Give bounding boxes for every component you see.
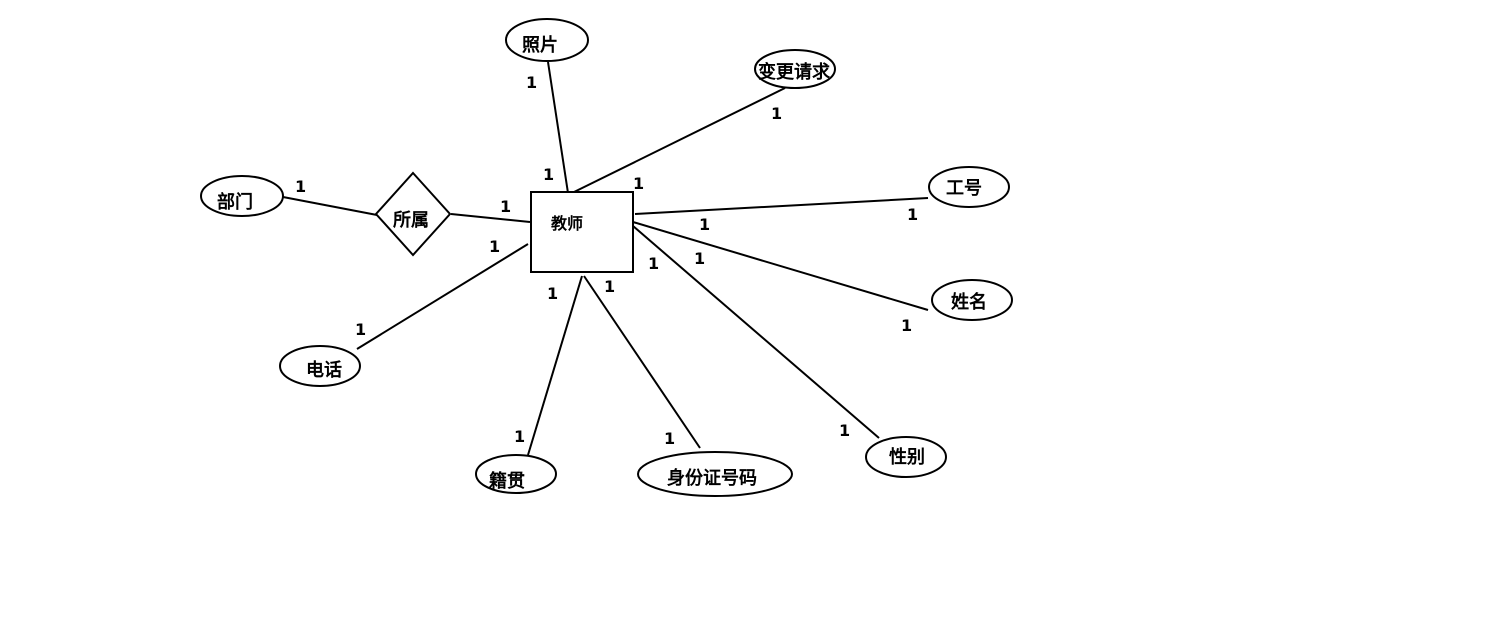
photo-label: 照片: [522, 34, 558, 56]
cardinality-label: 1: [901, 316, 912, 335]
cardinality-label: 1: [526, 73, 537, 92]
line-id-number: [583, 275, 701, 449]
job-number-label: 工号: [946, 178, 982, 199]
cardinality-label: 1: [500, 197, 511, 216]
line-gender: [632, 225, 880, 439]
line-phone: [356, 243, 529, 350]
cardinality-labels: 1 1 1 1 1 1 1 1 1 1 1 1 1 1 1 1 1 1: [295, 73, 918, 448]
cardinality-label: 1: [907, 205, 918, 224]
cardinality-label: 1: [355, 320, 366, 339]
job-number-ellipse: [928, 166, 1010, 208]
cardinality-label: 1: [514, 427, 525, 446]
attribute-job-number: 工号: [928, 166, 1010, 208]
relationship-belongs: 所属: [374, 171, 452, 257]
cardinality-label: 1: [694, 249, 705, 268]
cardinality-label: 1: [604, 277, 615, 296]
photo-ellipse: [505, 18, 589, 62]
gender-label: 性别: [889, 446, 925, 468]
attribute-name: 姓名: [931, 279, 1013, 321]
line-photo: [547, 61, 569, 194]
department-label: 部门: [217, 191, 253, 213]
cardinality-label: 1: [771, 104, 782, 123]
entity-label: 教师: [551, 214, 583, 233]
change-request-ellipse: [754, 49, 836, 89]
attribute-phone: 电话: [279, 345, 361, 387]
cardinality-label: 1: [543, 165, 554, 184]
cardinality-label: 1: [648, 254, 659, 273]
entity-teacher: 教师: [530, 191, 634, 273]
line-native-place: [527, 275, 583, 456]
line-name: [632, 221, 929, 311]
attribute-native-place: 籍贯: [475, 454, 557, 494]
phone-label: 电话: [306, 359, 342, 381]
name-label: 姓名: [951, 291, 987, 313]
change-request-label: 变更请求: [758, 61, 831, 83]
relationship-label: 所属: [393, 210, 429, 231]
phone-ellipse: [279, 345, 361, 387]
cardinality-label: 1: [664, 429, 675, 448]
attribute-id-number: 身份证号码: [637, 451, 793, 497]
attribute-change-request: 变更请求: [754, 49, 836, 89]
relationship-diamond: [374, 171, 452, 257]
cardinality-label: 1: [489, 237, 500, 256]
gender-ellipse: [865, 436, 947, 478]
cardinality-label: 1: [839, 421, 850, 440]
native-place-ellipse: [475, 454, 557, 494]
native-place-label: 籍贯: [488, 470, 525, 492]
line-job-number: [634, 197, 929, 215]
connectors: [282, 61, 929, 456]
line-department-relationship: [282, 196, 378, 216]
name-ellipse: [931, 279, 1013, 321]
department-ellipse: [200, 175, 284, 217]
cardinality-label: 1: [295, 177, 306, 196]
attribute-department: 部门: [200, 175, 284, 217]
attribute-gender: 性别: [865, 436, 947, 478]
line-relationship-entity: [450, 213, 531, 223]
id-number-label: 身份证号码: [667, 467, 757, 489]
attribute-photo: 照片: [505, 18, 589, 62]
cardinality-label: 1: [633, 174, 644, 193]
id-number-ellipse: [637, 451, 793, 497]
cardinality-label: 1: [547, 284, 558, 303]
entity-box: [530, 191, 634, 273]
line-change-request: [571, 87, 786, 194]
cardinality-label: 1: [699, 215, 710, 234]
